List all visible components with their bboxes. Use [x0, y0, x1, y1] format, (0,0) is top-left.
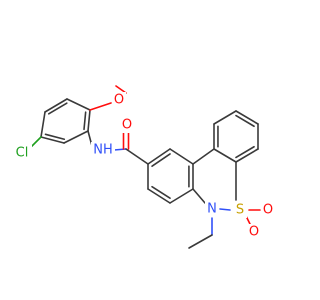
- central-ring-double-bond: [151, 185, 171, 199]
- anilide-ring-bond: [40, 136, 65, 144]
- n-ring-label-bg: [205, 201, 219, 217]
- central-ring-bond: [147, 188, 171, 204]
- o-sulfonyl-1-label-bg: [247, 224, 261, 240]
- upper-ring-double-bond: [235, 114, 255, 128]
- methoxy-oxygen-label: O: [114, 93, 124, 108]
- anilide-ring-bond: [87, 109, 91, 132]
- central-ring-bond: [169, 148, 194, 165]
- upper-ring-bond: [213, 110, 237, 125]
- anilide-ring-bond: [66, 98, 91, 111]
- sulfur-atom-label: S: [236, 203, 244, 218]
- nh-label-bg: [91, 142, 115, 158]
- s-label-bg: [233, 202, 247, 218]
- c-n-ring-bond: [192, 188, 206, 204]
- central-ring-bond: [169, 188, 194, 204]
- molecule-structure: Cl O O NH N S O O: [12, 85, 275, 249]
- upper-ring-bond: [235, 110, 259, 125]
- o-carbonyl-label-bg: [120, 117, 134, 133]
- chlorine-atom-label: Cl: [16, 146, 29, 161]
- upper-ring-bond: [213, 148, 237, 163]
- n-s-bond: [219, 208, 231, 211]
- cl-label-bg: [12, 145, 32, 161]
- upper-ring-bond: [235, 148, 259, 163]
- o-methyl-bond: [115, 85, 127, 94]
- anilide-ring-double-bond: [47, 102, 68, 115]
- biaryl-bond: [192, 148, 215, 165]
- c-o-methoxy-bond: [89, 102, 112, 111]
- sulfonyl-oxygen-2-label: O: [263, 203, 273, 218]
- anilide-ring-double-bond: [83, 111, 87, 131]
- anilide-ring-bond: [40, 111, 46, 138]
- ethyl-cc-bond: [188, 234, 213, 249]
- atom-label-layer: Cl O O NH N S O O: [12, 92, 275, 240]
- bond-layer: [29, 85, 261, 249]
- upper-ring-double-bond: [235, 145, 255, 159]
- o-methoxy-label-bg: [112, 92, 126, 108]
- carbonyl-ring-bond: [125, 148, 149, 165]
- anilide-ring-bond: [63, 130, 89, 144]
- sulfonyl-oxygen-1-label: O: [249, 225, 259, 240]
- ring-nitrogen-label: N: [207, 202, 217, 217]
- o-sulfonyl-2-label-bg: [261, 202, 275, 218]
- anilide-ring-double-bond: [44, 133, 66, 141]
- carbonyl-oxygen-label: O: [122, 118, 132, 133]
- central-ring-bond: [147, 148, 171, 165]
- amide-nh-label: NH: [93, 143, 113, 158]
- central-ring-double-bond: [151, 153, 171, 168]
- anilide-ring-bond: [44, 98, 68, 113]
